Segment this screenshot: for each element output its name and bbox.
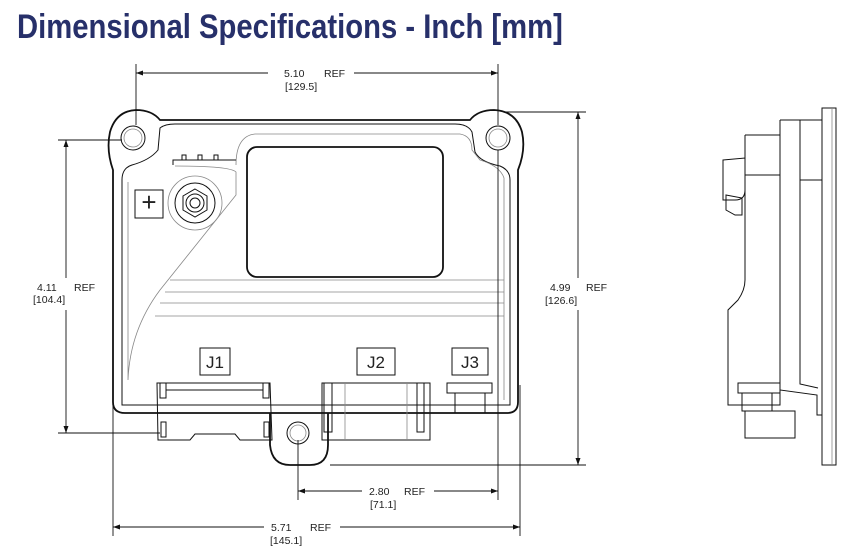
- dim-bottom-ref: REF: [310, 522, 331, 534]
- dim-top-ref: REF: [324, 68, 345, 80]
- side-view: [722, 107, 837, 466]
- dim-left-inch: 4.11: [37, 282, 57, 294]
- housing-inner-outline: [121, 123, 511, 406]
- dim-left-ref: REF: [74, 282, 95, 294]
- mounting-hole-left: [120, 125, 146, 151]
- connector-j1: [156, 382, 273, 441]
- dim-right-ref: REF: [586, 282, 607, 294]
- connector-j2: [321, 382, 431, 441]
- dimension-right-height: 4.99 REF [126.6]: [545, 282, 607, 307]
- connector-label-j1: J1: [206, 353, 224, 372]
- dim-right-mm: [126.6]: [545, 295, 577, 307]
- front-view: + J1 J2 J3: [107, 109, 525, 466]
- page-title: Dimensional Specifications - Inch [mm]: [17, 8, 563, 46]
- dim-left-mm: [104.4]: [33, 294, 65, 306]
- mounting-hole-right: [485, 125, 511, 151]
- plus-symbol-icon: +: [141, 187, 156, 217]
- side-terminal-nut-icon: [725, 194, 743, 216]
- dim-right-inch: 4.99: [550, 282, 571, 294]
- dim-top-inch: 5.10: [284, 68, 305, 80]
- bottom-mount-tab: [269, 413, 329, 466]
- connector-label-j3: J3: [461, 353, 479, 372]
- dimension-lines: [58, 64, 586, 536]
- connector-label-j2: J2: [367, 353, 385, 372]
- dim-offset-ref: REF: [404, 486, 425, 498]
- housing-outline: [107, 109, 525, 414]
- dim-top-mm: [129.5]: [285, 81, 317, 93]
- label-window: [246, 146, 444, 278]
- positive-terminal: +: [134, 175, 223, 231]
- dimension-top-width: 5.10 REF [129.5]: [284, 68, 345, 93]
- dimension-left-height: 4.11 REF [104.4]: [33, 282, 95, 306]
- dim-bottom-inch: 5.71: [271, 522, 292, 534]
- dim-offset-mm: [71.1]: [370, 499, 396, 511]
- dimension-bottom-width: 5.71 REF [145.1]: [270, 522, 331, 547]
- terminal-nut-icon: [182, 188, 208, 218]
- dim-offset-inch: 2.80: [369, 486, 390, 498]
- dimension-bottom-offset: 2.80 REF [71.1]: [369, 486, 425, 511]
- arrowheads: [63, 70, 581, 530]
- dim-bottom-mm: [145.1]: [270, 535, 302, 547]
- connector-j3: [446, 382, 493, 414]
